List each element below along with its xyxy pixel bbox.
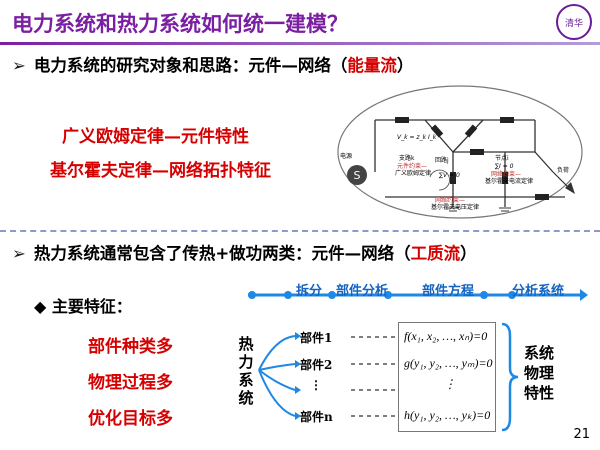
section2-bullet: ➢ 热力系统通常包含了传热+做功两类：元件—网络（工质流）	[12, 240, 477, 264]
source-label: 电源	[340, 152, 352, 160]
page-number: 21	[573, 427, 590, 442]
thermal-char: 系	[238, 371, 254, 389]
features-heading-text: 主要特征：	[51, 297, 132, 316]
feature-item-2: 物理过程多	[88, 373, 173, 393]
branch-arrows	[258, 335, 296, 417]
branch-label: 支路k	[399, 154, 415, 162]
section-separator	[0, 230, 600, 232]
equation-n: h(y₁, y₂, …, yₖ)=0	[404, 408, 491, 422]
university-logo: 清华	[556, 4, 592, 40]
timeline-step-1: 拆分	[296, 284, 323, 299]
thermal-system-label: 热 力 系 统	[236, 335, 256, 407]
ground-symbols	[447, 207, 511, 212]
thermal-char: 力	[238, 353, 254, 371]
branch-equation: V_k = z_k I_k	[397, 134, 437, 141]
ohm-law-text: 广义欧姆定律—元件特性	[62, 127, 249, 147]
feature-item-3: 优化目标多	[88, 409, 173, 429]
equation-ellipsis: ⋮	[444, 377, 456, 391]
timeline-dot	[384, 291, 392, 299]
timeline-step-3: 部件方程	[422, 284, 475, 299]
equation-1: f(x₁, x₂, …, xₙ)=0	[404, 329, 488, 343]
node-desc: 网络约束—	[491, 170, 521, 178]
loop-desc2: 基尔霍夫电压定律	[431, 203, 479, 211]
title-divider	[0, 42, 600, 45]
loop-arc	[429, 169, 450, 191]
component-n: 部件n	[300, 410, 333, 424]
timeline-step-2: 部件分析	[336, 284, 389, 299]
page-title: 电力系统和热力系统如何统一建模？	[12, 12, 348, 36]
loop-desc: 网络约束—	[435, 196, 465, 204]
load-label: 负荷	[557, 166, 569, 174]
right-brace	[501, 322, 519, 432]
logo-text: 清华	[564, 18, 583, 29]
system-label-line: 特性	[524, 384, 555, 402]
timeline-dot	[248, 291, 256, 299]
section2-prefix: 热力系统通常包含了传热+做功两类：元件—网络（	[33, 244, 411, 263]
component-branches	[258, 332, 395, 420]
timeline-arrow-icon	[580, 289, 588, 301]
section1-prefix: 电力系统的研究对象和思路：元件—网络（	[33, 56, 348, 75]
node-desc2: 基尔霍夫电流定律	[485, 177, 533, 185]
equation-2: g(y₁, y₂, …, yₘ)=0	[404, 356, 493, 370]
loop-label: 回路j	[435, 156, 449, 164]
impedance-elements	[395, 117, 549, 200]
branch-desc2: 广义欧姆定律	[395, 169, 431, 177]
thermal-char: 统	[238, 389, 254, 407]
arrow-bullet-icon: ➢	[12, 56, 26, 75]
component-ellipsis: ⋮	[310, 378, 322, 392]
section2-suffix: ）	[460, 244, 477, 263]
system-label-line: 系统	[524, 344, 555, 362]
circuit-diagram: S 电源 负荷 V_k = z_k I_k 支路k 元件约束— 广义欧姆定律 回…	[337, 85, 583, 219]
node-equation: ∑I = 0	[495, 163, 514, 170]
source-glyph: S	[354, 169, 361, 182]
loop-equation: ∑V = 0	[439, 172, 460, 179]
dashed-connectors	[351, 336, 395, 417]
component-2: 部件2	[300, 358, 333, 372]
arrow-bullet-icon: ➢	[12, 244, 26, 263]
circuit-boundary	[337, 85, 583, 219]
process-timeline	[248, 289, 588, 301]
timeline-dot	[284, 291, 292, 299]
feature-item-1: 部件种类多	[88, 337, 173, 357]
thermal-char: 热	[238, 335, 254, 353]
features-heading: ◆ 主要特征：	[34, 293, 132, 317]
timeline-dot	[480, 291, 488, 299]
branch-arrowheads	[295, 332, 301, 420]
timeline-step-4: 分析系统	[512, 284, 565, 299]
diamond-bullet-icon: ◆	[34, 297, 47, 316]
kirchhoff-law-text: 基尔霍夫定律—网络拓扑特征	[50, 161, 271, 181]
section1-bullet: ➢ 电力系统的研究对象和思路：元件—网络（能量流）	[12, 52, 413, 76]
system-label-line: 物理	[524, 364, 555, 382]
branch-desc: 元件约束—	[397, 162, 427, 170]
section1-suffix: ）	[396, 56, 414, 75]
system-physics-label: 系统 物理 特性	[524, 343, 554, 403]
load-arrow-icon	[565, 182, 575, 194]
ohm-law: 广义欧姆定律—元件特性	[62, 122, 249, 147]
node-label: 节点i	[495, 154, 509, 162]
power-source-icon	[347, 165, 367, 185]
equation-box	[398, 322, 496, 432]
section1-highlight: 能量流	[347, 56, 397, 75]
timeline-dot	[508, 291, 516, 299]
kirchhoff-law: 基尔霍夫定律—网络拓扑特征	[50, 156, 271, 181]
section2-highlight: 工质流	[410, 244, 461, 263]
timeline-dot	[328, 291, 336, 299]
component-1: 部件1	[300, 331, 333, 345]
